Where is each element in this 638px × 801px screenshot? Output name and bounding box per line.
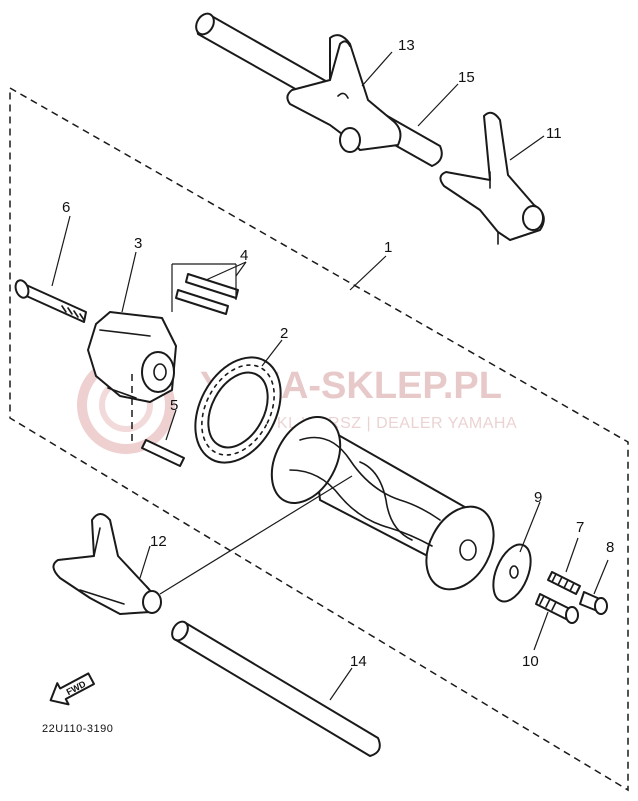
fork-shaft-lower bbox=[171, 620, 381, 757]
callout-7: 7 bbox=[576, 519, 584, 536]
callout-4: 4 bbox=[240, 247, 248, 264]
plate-9 bbox=[492, 543, 532, 603]
dowel-pins-4 bbox=[175, 273, 239, 315]
drawing-code: 22U110-3190 bbox=[42, 723, 113, 735]
fwd-arrow-icon: FWD bbox=[49, 672, 96, 706]
shift-fork-12 bbox=[52, 513, 162, 615]
leader-lines bbox=[51, 51, 609, 701]
watermark-tagline: MOTOCYKL WARSZ | DEALER YAMAHA bbox=[204, 415, 517, 432]
callout-12: 12 bbox=[150, 533, 167, 550]
segment-3 bbox=[87, 311, 177, 403]
bolt-6 bbox=[14, 279, 87, 323]
callout-14: 14 bbox=[350, 653, 367, 670]
callout-6: 6 bbox=[62, 199, 70, 216]
callout-5: 5 bbox=[170, 397, 178, 414]
pin-bracket-lines bbox=[171, 263, 237, 312]
callout-2: 2 bbox=[280, 325, 288, 342]
callout-1: 1 bbox=[384, 239, 392, 256]
callout-11: 11 bbox=[546, 125, 562, 142]
callout-8: 8 bbox=[606, 539, 614, 556]
neutral-pin-8 bbox=[579, 591, 608, 615]
pin-5 bbox=[141, 439, 185, 467]
callout-10: 10 bbox=[522, 653, 539, 670]
callout-3: 3 bbox=[134, 235, 142, 252]
assembly-boundary bbox=[9, 87, 629, 792]
callout-9: 9 bbox=[534, 489, 542, 506]
callout-13: 13 bbox=[398, 37, 415, 54]
bearing-2 bbox=[194, 356, 282, 464]
shift-fork-13 bbox=[286, 34, 402, 153]
spring-7 bbox=[547, 571, 581, 595]
screw-10 bbox=[535, 593, 579, 624]
shift-fork-11 bbox=[439, 111, 545, 245]
callout-15: 15 bbox=[458, 69, 475, 86]
shift-drum-1 bbox=[270, 416, 495, 591]
